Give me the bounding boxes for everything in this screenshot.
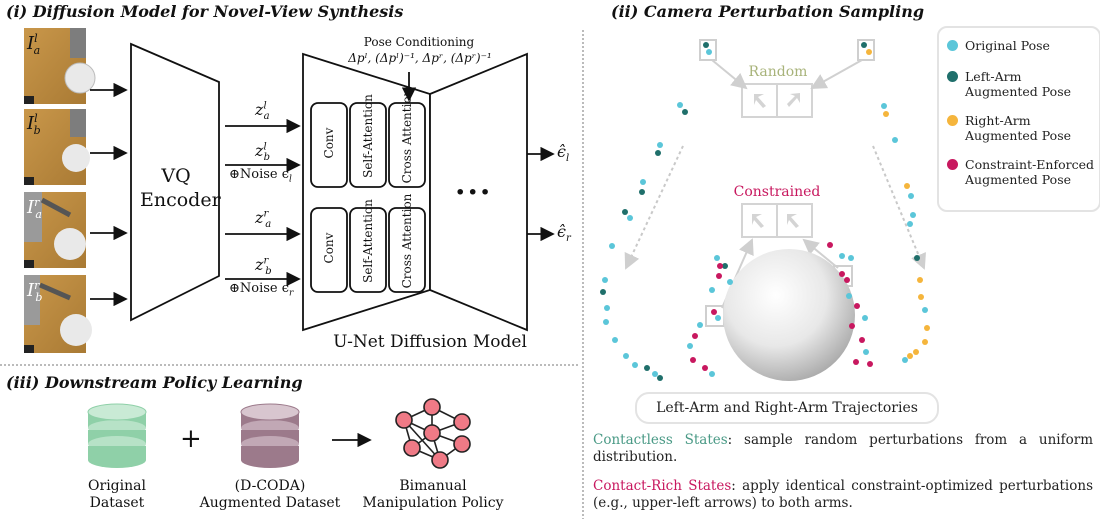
self-attention-label-bottom: Self-Attention <box>361 199 375 283</box>
latent-b-left: zlb <box>255 141 271 164</box>
pose-conditioning-formula: Δpˡ, (Δpˡ)⁻¹, Δpʳ, (Δpʳ)⁻¹ <box>348 51 492 65</box>
input-image-b-right <box>24 275 92 353</box>
unet-up <box>429 52 528 332</box>
trajectory-label: Left-Arm and Right-Arm Trajectories <box>635 392 939 424</box>
input-image-a-right <box>24 192 86 268</box>
constrained-label: Constrained <box>733 184 821 200</box>
legend: Original Pose Left-Arm Augmented Pose Ri… <box>937 26 1100 212</box>
sphere-object <box>723 249 855 381</box>
legend-dot-right-arm <box>947 115 958 126</box>
contactless-description: Contactless States: sample random pertur… <box>593 432 1093 465</box>
legend-dot-original <box>947 40 958 51</box>
policy-label: Bimanual Manipulation Policy <box>362 478 504 511</box>
noise-left-label: ⊕Noise ϵl <box>229 167 292 185</box>
random-arrow-boxes <box>741 83 813 118</box>
contactless-heading: Contactless States <box>593 432 728 448</box>
random-label: Random <box>748 64 808 80</box>
cross-attention-block-bottom <box>388 207 426 293</box>
image-label-b-left: Ilb <box>27 112 41 137</box>
cross-attention-label-bottom: Cross Attention <box>400 193 414 289</box>
policy-network-icon <box>395 398 471 469</box>
noise-right-label: ⊕Noise ϵr <box>229 281 294 299</box>
latent-b-right: zrb <box>255 255 272 278</box>
contact-rich-heading: Contact-Rich States <box>593 478 732 494</box>
section-iii-title: (iii) Downstream Policy Learning <box>6 373 303 392</box>
augmented-dataset-icon <box>240 403 300 468</box>
latent-a-left: zla <box>255 100 270 123</box>
self-attention-block-top <box>349 102 387 188</box>
ellipsis: ··· <box>455 175 493 210</box>
conv-label-top: Conv <box>322 127 336 159</box>
conv-block-top <box>310 102 348 188</box>
vq-encoder <box>130 42 220 322</box>
self-attention-block-bottom <box>349 207 387 293</box>
cross-attention-block-top <box>388 102 426 188</box>
contact-rich-description: Contact-Rich States: apply identical con… <box>593 478 1093 511</box>
image-label-a-left: Ila <box>27 32 41 57</box>
constrained-arrow-boxes <box>741 203 813 238</box>
original-dataset-icon <box>87 403 147 468</box>
image-label-a-right: Ira <box>27 196 42 221</box>
augmented-dataset-label: (D-CODA) Augmented Dataset <box>199 478 341 511</box>
output-eps-left: ϵ̂l <box>557 142 570 165</box>
output-eps-right: ϵ̂r <box>557 222 571 245</box>
conv-label-bottom: Conv <box>322 232 336 264</box>
pose-points <box>600 42 930 381</box>
conv-block-bottom <box>310 207 348 293</box>
section-ii-title: (ii) Camera Perturbation Sampling <box>611 2 925 21</box>
latent-a-right: zra <box>255 208 272 231</box>
plus-sign: + <box>180 424 202 454</box>
random-arrows <box>754 93 800 108</box>
unet-label: U-Net Diffusion Model <box>333 332 527 352</box>
pose-conditioning-title: Pose Conditioning <box>363 35 475 49</box>
vq-encoder-label: VQ Encoder <box>140 165 221 211</box>
section-i-title: (i) Diffusion Model for Novel-View Synth… <box>6 2 404 21</box>
input-image-a-left <box>24 28 96 104</box>
original-dataset-label: Original Dataset <box>88 478 146 511</box>
cross-attention-label-top: Cross Attention <box>400 88 414 184</box>
constrained-arrows <box>752 214 799 228</box>
legend-dot-constraint <box>947 159 958 170</box>
self-attention-label-top: Self-Attention <box>361 94 375 178</box>
image-label-b-right: Irb <box>27 279 43 304</box>
legend-dot-left-arm <box>947 71 958 82</box>
input-image-b-left <box>24 109 90 185</box>
